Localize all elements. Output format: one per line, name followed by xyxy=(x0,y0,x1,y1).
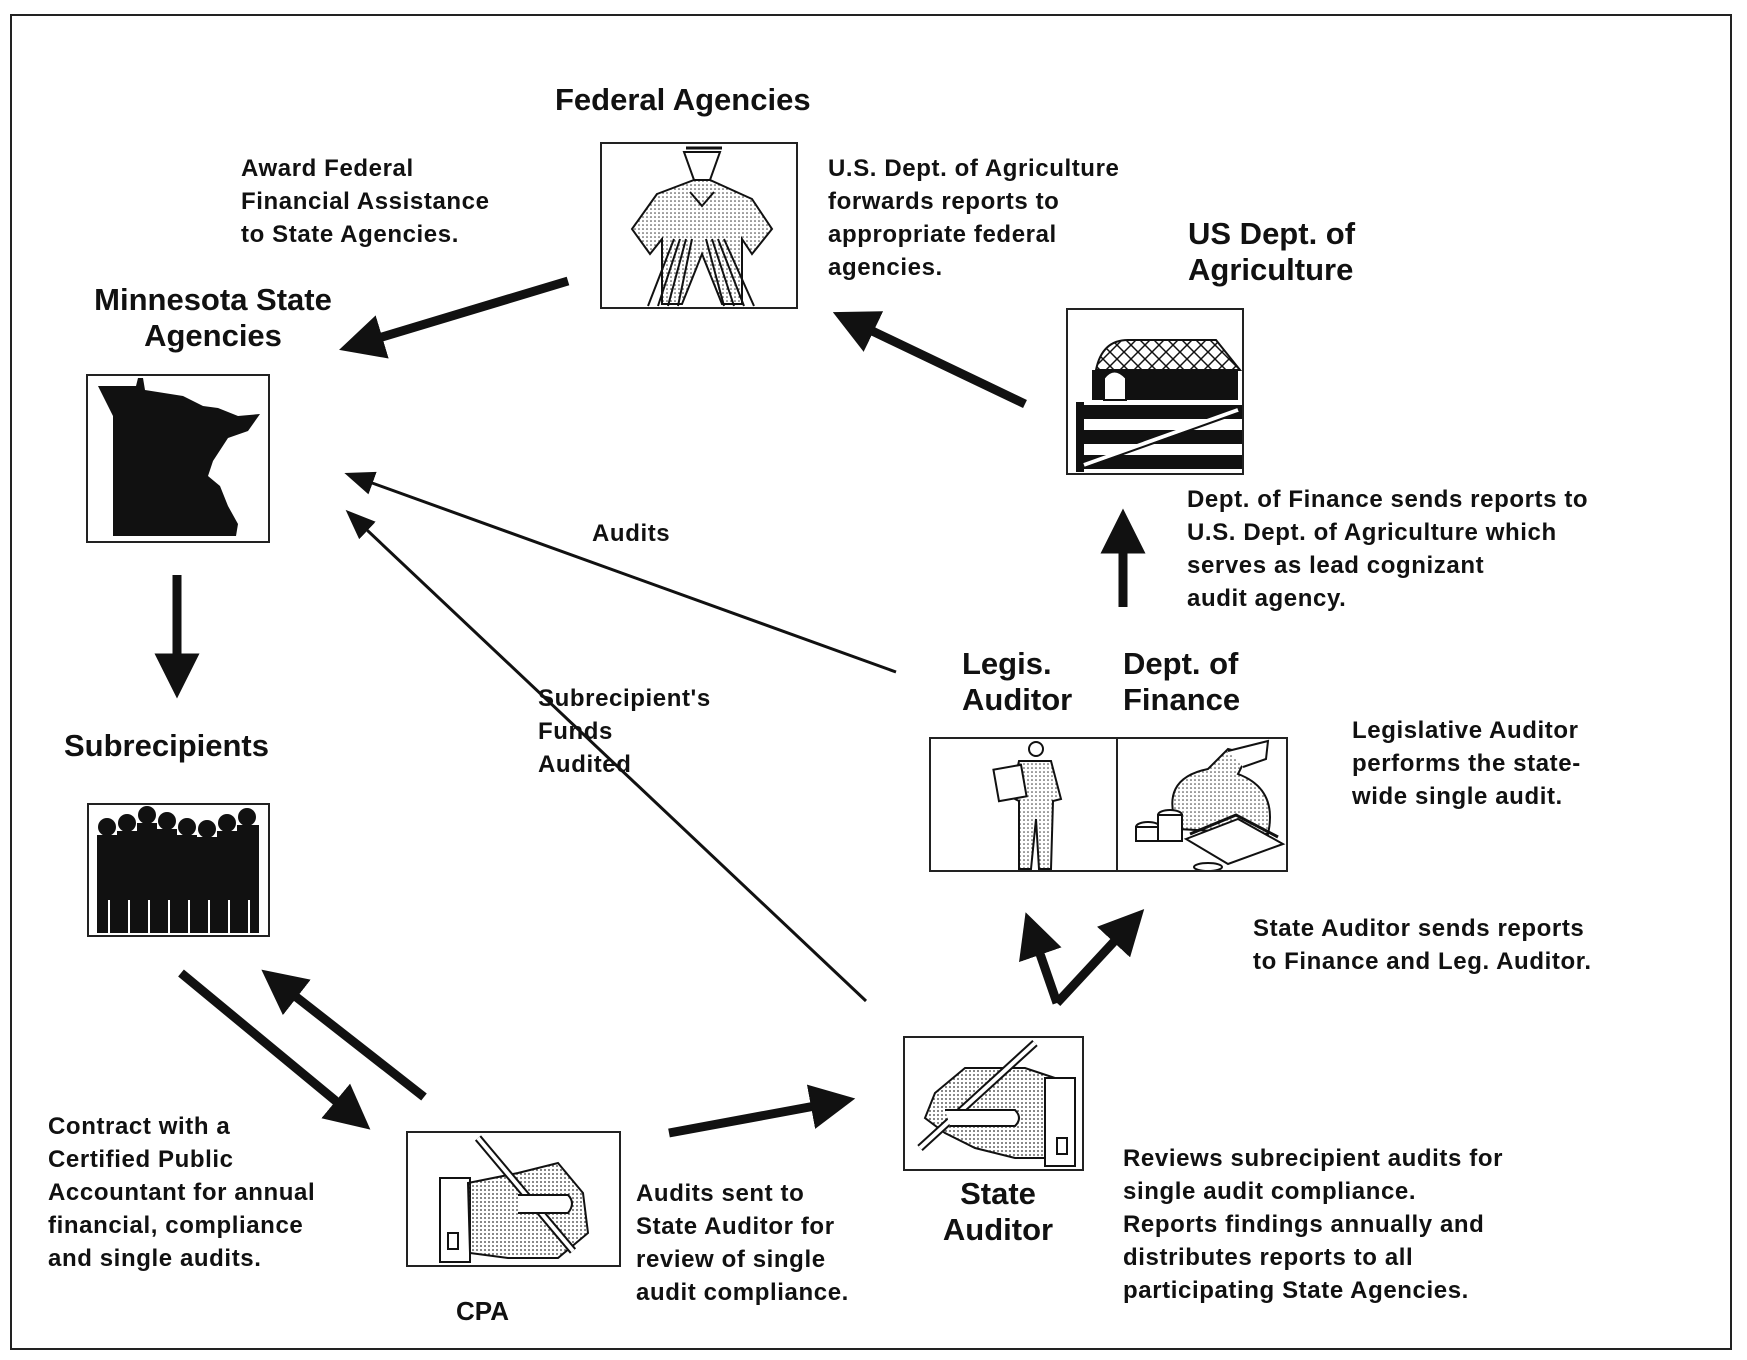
arrow-usda-to-federal xyxy=(832,311,1027,409)
legis-finance-box xyxy=(929,737,1288,872)
hand-writing-icon xyxy=(917,1040,1076,1167)
people-silhouettes-icon xyxy=(97,806,259,933)
auditor-with-clipboard-icon xyxy=(992,741,1063,870)
arrow-audits-to-minnesota xyxy=(344,471,897,674)
arrow-subrecipients-to-cpa xyxy=(178,969,371,1130)
state-auditor-box xyxy=(903,1036,1084,1171)
minnesota-state-agencies-box xyxy=(86,374,270,543)
dept-of-finance-title: Dept. of Finance xyxy=(1123,646,1241,717)
legis-performs-label: Legislative Auditor performs the state- … xyxy=(1352,717,1581,810)
arrow-state-auditor-to-minnesota xyxy=(345,509,868,1003)
barn-icon xyxy=(1076,339,1242,472)
subrecipient-funds-text: Subrecipient's Funds Audited xyxy=(538,685,711,778)
usda-box xyxy=(1066,308,1244,475)
award-label: Award Federal Financial Assistance to St… xyxy=(241,155,490,248)
contract-label: Contract with a Certified Public Account… xyxy=(48,1113,316,1272)
legis-auditor-title: Legis. Auditor xyxy=(962,646,1073,717)
subrecipient-funds-label: Subrecipient's Funds Audited xyxy=(538,649,711,814)
hand-with-pencil-icon xyxy=(439,1135,590,1263)
finance-sends-label: Dept. of Finance sends reports to U.S. D… xyxy=(1187,486,1589,612)
money-bag-icon xyxy=(1135,739,1286,870)
federal-official-icon xyxy=(630,146,774,307)
audits-sent-label: Audits sent to State Auditor for review … xyxy=(636,1180,849,1306)
audits-label: Audits xyxy=(592,520,671,547)
arrow-state-auditor-to-legis xyxy=(1019,912,1062,1005)
cpa-box xyxy=(406,1131,621,1267)
subrecipients-title: Subrecipients xyxy=(64,728,269,763)
arrow-state-auditor-to-finance xyxy=(1053,909,1145,1007)
federal-agencies-box xyxy=(600,142,798,309)
usda-forwards-label: U.S. Dept. of Agriculture forwards repor… xyxy=(828,155,1120,281)
reviews-label: Reviews subrecipient audits for single a… xyxy=(1123,1145,1504,1304)
cpa-title: CPA xyxy=(456,1296,509,1326)
minnesota-state-agencies-title: Minnesota State Agencies xyxy=(94,282,332,353)
arrow-cpa-to-subrecipients xyxy=(261,969,427,1101)
diagram-frame xyxy=(10,14,1732,1350)
state-auditor-sends-label: State Auditor sends reports to Finance a… xyxy=(1253,915,1592,975)
usda-title: US Dept. of Agriculture xyxy=(1188,216,1356,287)
arrow-cpa-to-state-auditor xyxy=(668,1084,856,1138)
arrow-federal-to-minnesota xyxy=(339,276,570,359)
state-auditor-title: State Auditor xyxy=(942,1176,1054,1247)
federal-agencies-title: Federal Agencies xyxy=(555,82,811,117)
subrecipients-box xyxy=(87,803,270,937)
minnesota-map-icon xyxy=(98,378,260,536)
